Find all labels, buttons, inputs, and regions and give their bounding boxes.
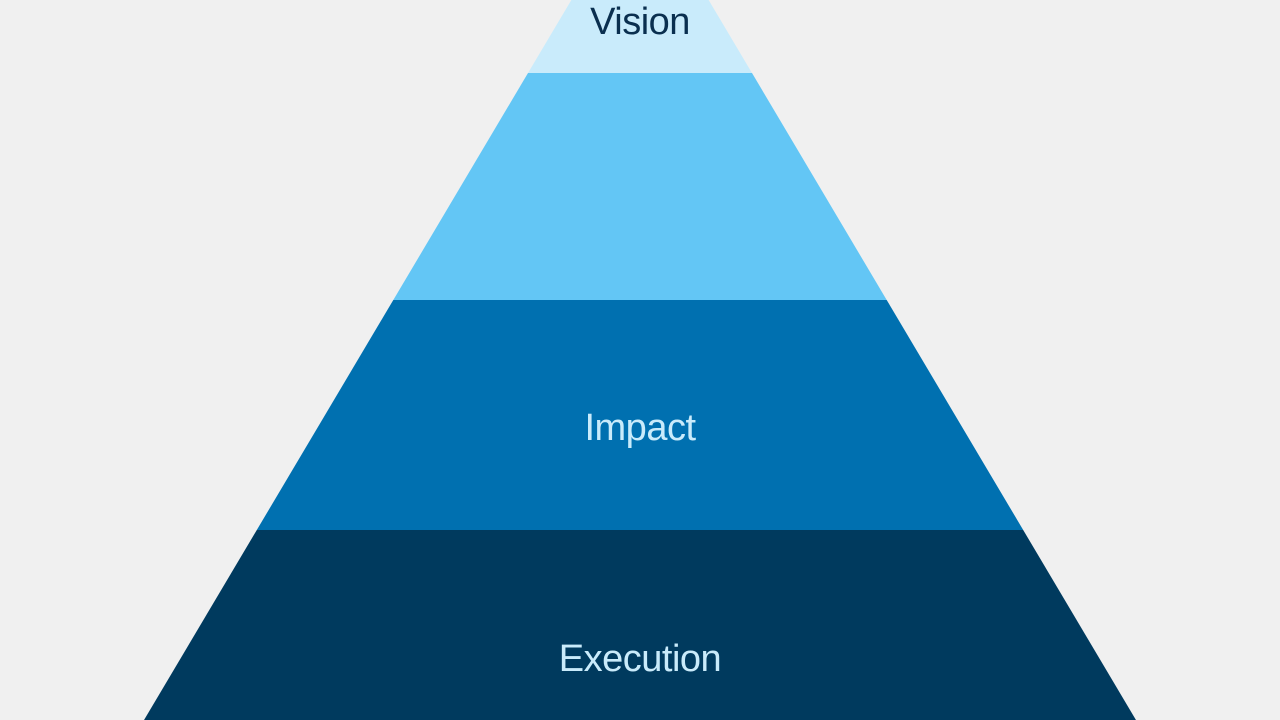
pyramid-tier-vision bbox=[528, 0, 752, 73]
pyramid-tier-impact bbox=[256, 300, 1024, 530]
tier-label-execution: Execution bbox=[559, 638, 721, 680]
tier-label-impact: Impact bbox=[584, 407, 696, 449]
pyramid-tier-execution bbox=[144, 530, 1136, 720]
pyramid-tiers bbox=[144, 0, 1136, 720]
pyramid-tier-strategy bbox=[393, 73, 887, 300]
tier-label-vision: Vision bbox=[590, 1, 690, 43]
